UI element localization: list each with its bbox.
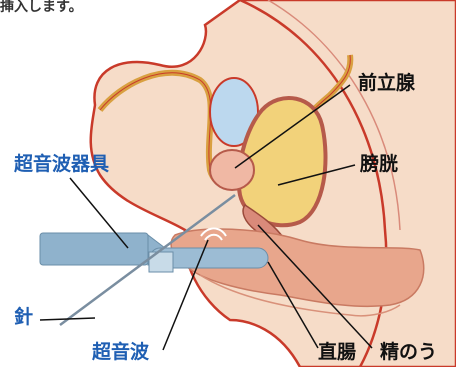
label-rectum: 直腸 <box>318 343 356 362</box>
label-ultrasound: 超音波 <box>92 343 149 362</box>
prostate <box>210 150 254 190</box>
label-bladder: 膀胱 <box>360 155 398 174</box>
label-needle: 針 <box>14 308 33 327</box>
label-ultrasound-device: 超音波器具 <box>14 155 109 174</box>
label-seminal-vesicle: 精のう <box>380 343 437 362</box>
label-prostate: 前立腺 <box>358 74 415 93</box>
ultrasound-device-handle <box>40 233 148 265</box>
